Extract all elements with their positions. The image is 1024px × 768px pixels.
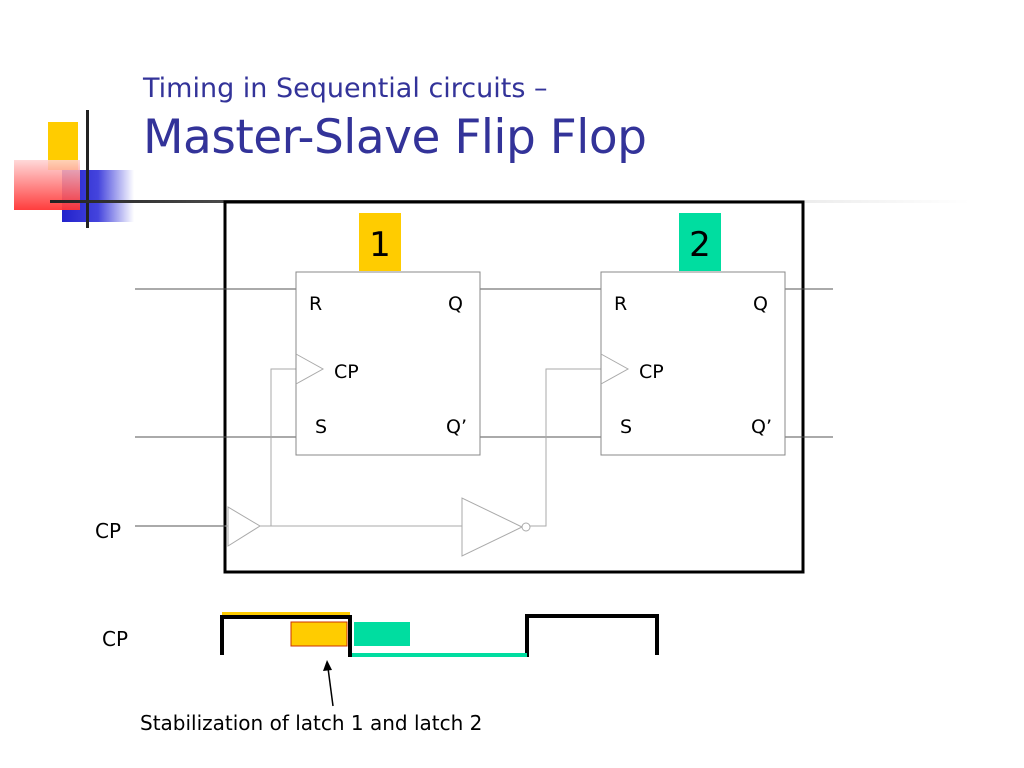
- annotation-arrow-line: [327, 667, 334, 707]
- master-slave-enclosure: [223, 200, 805, 574]
- clock-waveform: [220, 614, 659, 657]
- latch2-clock-triangle: [600, 353, 630, 385]
- clock-wires: [225, 368, 601, 527]
- latch2-q-label: Q: [753, 293, 768, 315]
- wire-clock-to-latch1: [270, 368, 296, 526]
- latch2-r-label: R: [614, 293, 627, 315]
- latch2-badge: [679, 213, 721, 271]
- latch1-qprime-label: Q’: [446, 416, 467, 438]
- buffer-gate: [227, 506, 261, 547]
- latch2-cp-label: CP: [639, 361, 664, 383]
- latch1-box: [295, 271, 481, 456]
- wires: [135, 288, 833, 527]
- slide-title: Timing in Sequential circuits – Master-S…: [143, 70, 647, 168]
- stabilization-annotation: Stabilization of latch 1 and latch 2: [140, 711, 482, 735]
- latch-1: R Q CP S Q’: [295, 271, 481, 456]
- latch1-cp-label: CP: [334, 361, 359, 383]
- latch2-stabilization-block: [354, 622, 410, 646]
- latch1-number: 1: [369, 225, 391, 265]
- latch2-qprime-label: Q’: [751, 416, 772, 438]
- annotation-arrowhead: [323, 660, 332, 671]
- inverter-bubble: [521, 522, 531, 532]
- timing-cp-label: CP: [102, 627, 128, 651]
- timing-diagram: CP Stabilization of latch 1 and latch 2: [102, 612, 659, 735]
- latch1-r-label: R: [309, 293, 322, 315]
- inverter-gate: [461, 497, 524, 557]
- latch2-box: [600, 271, 786, 456]
- wire-inverted-clock-to-latch2: [530, 368, 601, 527]
- latch1-s-label: S: [315, 416, 327, 438]
- latch2-number: 2: [689, 225, 711, 265]
- latch-2: R Q CP S Q’: [600, 271, 786, 456]
- latch1-stabilization-block: [290, 621, 348, 647]
- decor-vertical-line: [86, 110, 89, 228]
- cp-input-label: CP: [95, 519, 121, 543]
- title-line-2: Master-Slave Flip Flop: [143, 110, 647, 165]
- latch1-q-label: Q: [448, 293, 463, 315]
- latch2-s-label: S: [620, 416, 632, 438]
- latch1-badge: [359, 213, 401, 271]
- title-line-1: Timing in Sequential circuits –: [143, 73, 548, 104]
- latch1-clock-triangle: [295, 353, 325, 385]
